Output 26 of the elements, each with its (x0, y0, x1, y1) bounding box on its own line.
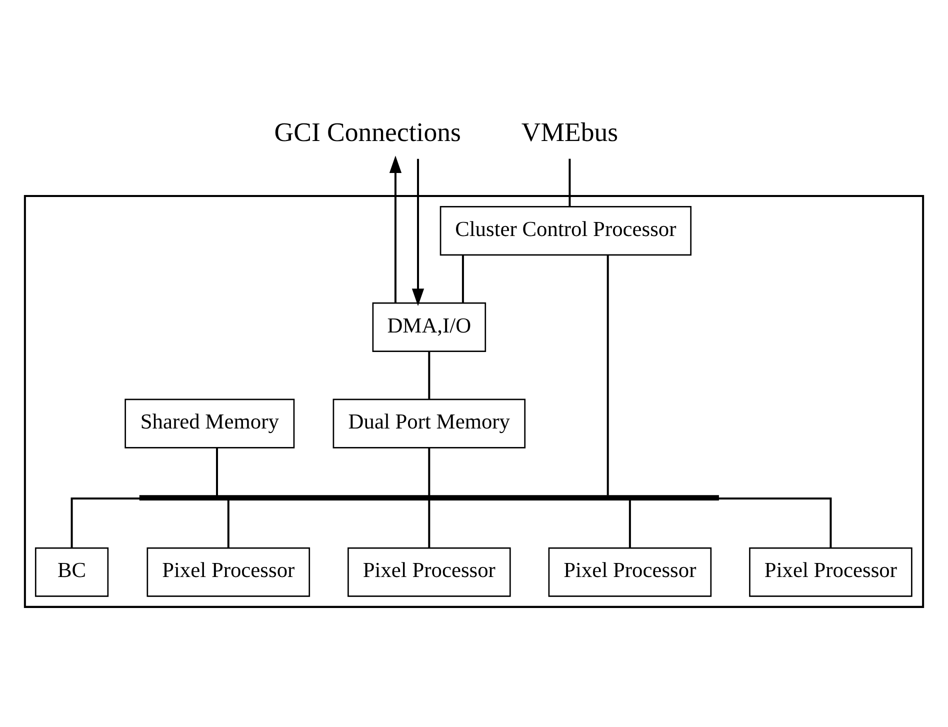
node-box: BC (34, 546, 109, 596)
arrow (389, 155, 402, 302)
cluster (24, 194, 924, 608)
node-box: Pixel Processor (548, 546, 712, 596)
node-box: Pixel Processor (146, 546, 310, 596)
connector (428, 351, 430, 398)
node-box: Pixel Processor (749, 546, 912, 596)
connector (227, 500, 230, 548)
connector (462, 254, 464, 302)
connector (428, 447, 430, 496)
connector (628, 500, 631, 548)
connector (718, 497, 832, 548)
connector (606, 254, 609, 495)
node-bar (139, 494, 719, 500)
connector (70, 497, 140, 548)
node-text: VMEbus (521, 116, 618, 147)
connector (568, 158, 571, 206)
arrow (412, 158, 424, 306)
connector (428, 500, 430, 548)
connector (216, 447, 218, 496)
node-box: DMA,I/O (372, 302, 486, 352)
node-text: GCI Connections (274, 116, 461, 147)
node-box: Pixel Processor (348, 546, 511, 596)
node-box: Cluster Control Processor (440, 206, 692, 256)
node-box: Dual Port Memory (332, 398, 526, 448)
node-box: Shared Memory (124, 398, 295, 448)
